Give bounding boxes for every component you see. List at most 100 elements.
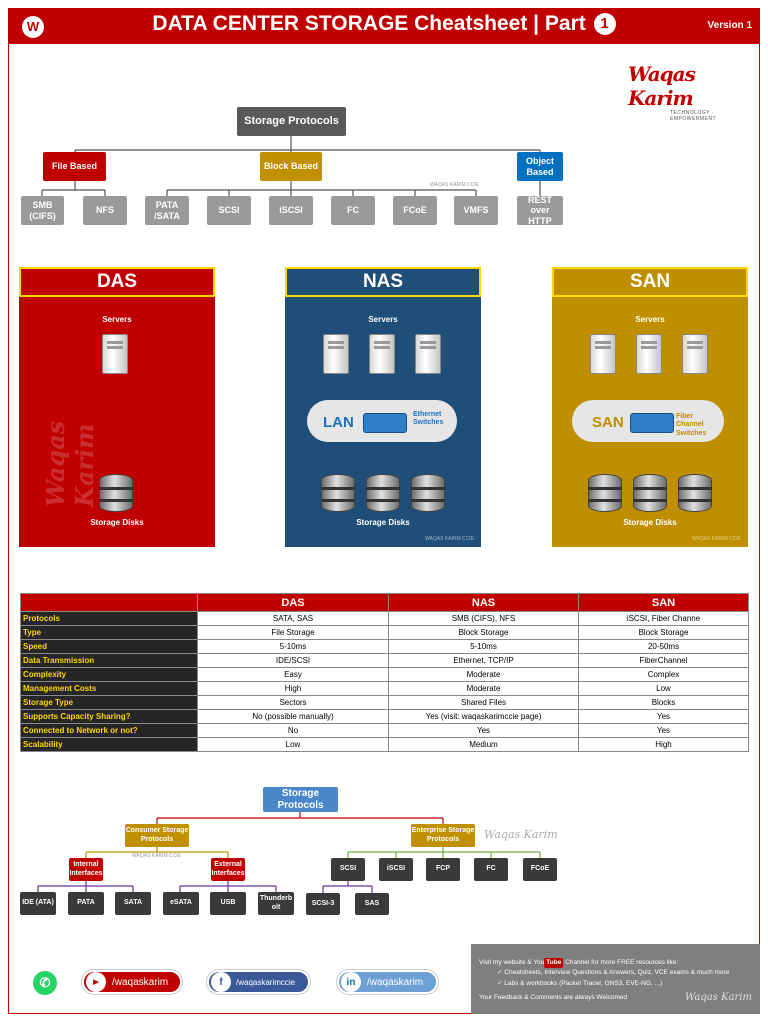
watermark: WAQAS KARIM CCIE	[430, 182, 479, 188]
tree1-leaf: FCoE	[393, 196, 437, 225]
row-header: Management Costs	[20, 681, 198, 696]
table-cell: SATA, SAS	[197, 611, 389, 626]
tree1-leaf: iSCSI	[269, 196, 313, 225]
table-cell: IDE/SCSI	[197, 653, 389, 668]
facebook-handle: /waqaskarimccie	[236, 977, 296, 987]
watermark: WAQAS KARIM CCIE	[132, 853, 181, 859]
switch-label: Ethernet Switches	[413, 411, 444, 427]
table-cell: High	[578, 737, 749, 752]
san-panel: SAN Servers SAN Fiber Channel Switches S…	[552, 267, 748, 547]
disk-icon	[633, 474, 667, 512]
brand-tagline: TECHNOLOGY · EMPOWERMENT	[670, 110, 717, 122]
nas-panel: NAS Servers LAN Ethernet Switches Storag…	[285, 267, 481, 547]
youtube-badge: Tube	[544, 958, 564, 969]
disk-icon	[321, 474, 355, 512]
table-cell: 5-10ms	[197, 639, 389, 654]
disk-icon	[678, 474, 712, 512]
tree2-leaf: SCSI-3	[306, 893, 340, 915]
tree1-root: Storage Protocols	[237, 107, 346, 136]
disk-icon	[99, 474, 133, 512]
table-cell: Shared Files	[388, 695, 579, 710]
table-cell: Block Storage	[578, 625, 749, 640]
table-cell: Low	[197, 737, 389, 752]
page-title: DATA CENTER STORAGE Cheatsheet | Part 1	[8, 12, 760, 36]
tree2-root: Storage Protocols	[263, 787, 338, 812]
row-header: Protocols	[20, 611, 198, 626]
youtube-link[interactable]: ▶ /waqaskarim	[82, 970, 182, 994]
table-cell: 20-50ms	[578, 639, 749, 654]
tree1-leaf: SMB (CIFS)	[21, 196, 64, 225]
server-icon	[415, 334, 441, 374]
tree1-category-block: Block Based	[260, 152, 322, 181]
switch-label: Fiber Channel Switches	[676, 413, 707, 437]
watermark: WAQAS KARIM CCIE	[425, 536, 474, 542]
tree2-leaf: SATA	[115, 892, 151, 915]
tree2-leaf: FCoE	[523, 858, 557, 881]
table-cell: Complex	[578, 667, 749, 682]
tree2-leaf: SCSI	[331, 858, 365, 881]
row-header: Connected to Network or not?	[20, 723, 198, 738]
server-icon	[636, 334, 662, 374]
youtube-icon: ▶	[86, 972, 106, 992]
facebook-link[interactable]: f /waqaskarimccie	[207, 970, 310, 994]
whatsapp-icon[interactable]: ✆	[33, 971, 57, 995]
tree1-category-object: Object Based	[517, 152, 563, 181]
brand-name: Waqas Karim	[628, 62, 696, 110]
tree2-leaf: FC	[474, 858, 508, 881]
row-header: Data Transmission	[20, 653, 198, 668]
tree2-leaf: USB	[210, 892, 246, 915]
table-cell: Sectors	[197, 695, 389, 710]
server-icon	[102, 334, 128, 374]
column-header: NAS	[388, 593, 579, 612]
nas-servers-label: Servers	[368, 315, 398, 324]
lan-label: LAN	[323, 414, 354, 431]
tree1-leaf: PATA /SATA	[145, 196, 189, 225]
youtube-handle: /waqaskarim	[112, 976, 169, 988]
tree2-leaf: PATA	[68, 892, 104, 915]
table-cell: SMB (CIFS), NFS	[388, 611, 579, 626]
server-icon	[682, 334, 708, 374]
linkedin-link[interactable]: in /waqaskarim	[337, 970, 438, 994]
server-icon	[590, 334, 616, 374]
das-servers-label: Servers	[102, 315, 132, 324]
row-header: Speed	[20, 639, 198, 654]
footer-signature: Waqas Karim	[685, 992, 752, 1003]
tree2-leaf: SAS	[355, 893, 389, 915]
das-panel: DAS Servers Storage Disks Waqas Karim	[19, 267, 215, 547]
table-cell: Blocks	[578, 695, 749, 710]
table-corner	[20, 593, 198, 612]
tree2-leaf: FCP	[426, 858, 460, 881]
nas-title: NAS	[285, 267, 481, 297]
footer-bullet: ✓ Labs & workbooks (Packet Tracer, GNS3,…	[497, 979, 663, 987]
table-cell: No	[197, 723, 389, 738]
ethernet-switch-icon	[363, 413, 407, 433]
version-label: Version 1	[707, 20, 752, 31]
tree1-leaf: REST over HTTP	[517, 195, 563, 226]
table-cell: No (possible manually)	[197, 709, 389, 724]
table-cell: Easy	[197, 667, 389, 682]
column-header: SAN	[578, 593, 749, 612]
tree2-consumer: Consumer Storage Protocols	[125, 824, 189, 847]
san-title: SAN	[552, 267, 748, 297]
table-cell: High	[197, 681, 389, 696]
tree1-leaf: NFS	[83, 196, 127, 225]
das-disks-label: Storage Disks	[90, 518, 144, 527]
fc-switch-icon	[630, 413, 674, 433]
table-cell: Moderate	[388, 681, 579, 696]
table-cell: Block Storage	[388, 625, 579, 640]
table-cell: File Storage	[197, 625, 389, 640]
table-cell: Ethernet, TCP/IP	[388, 653, 579, 668]
watermark: WAQAS KARIM CCIE	[692, 536, 741, 542]
tree1-category-file: File Based	[43, 152, 106, 181]
table-cell: Yes	[578, 709, 749, 724]
tree1-leaf: SCSI	[207, 196, 251, 225]
